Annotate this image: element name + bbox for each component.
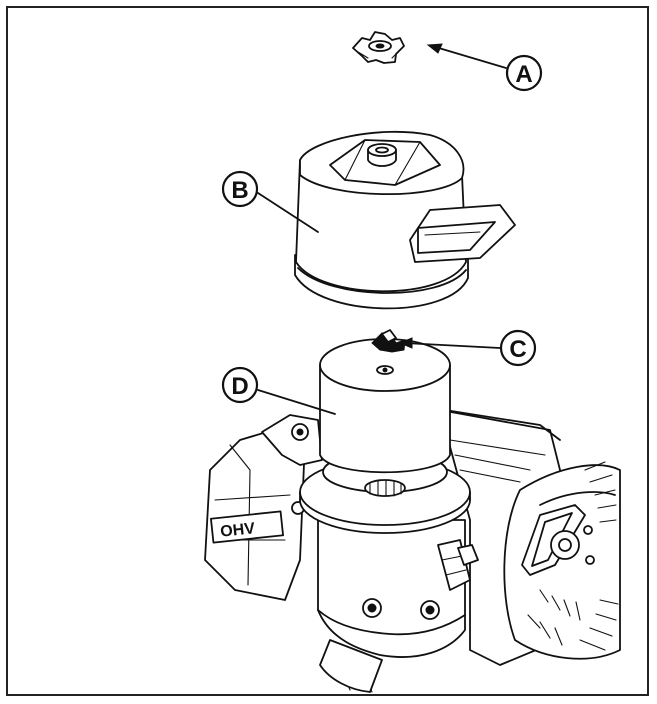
air-cleaner-cover (294, 130, 516, 310)
engine-badge: OHV (220, 520, 257, 541)
wing-nut (371, 329, 406, 353)
callout-d: D (221, 366, 259, 404)
knob (352, 31, 405, 64)
cooling-fins (527, 461, 619, 651)
callout-b: B (221, 170, 259, 208)
callout-a-label: A (515, 61, 532, 88)
callout-leaders (257, 43, 507, 415)
callout-b-label: B (231, 177, 248, 204)
engine-block: OHV (204, 409, 621, 693)
callout-a: A (505, 54, 543, 92)
callout-d-label: D (231, 373, 248, 400)
callout-c: C (499, 329, 537, 367)
filter-element (319, 338, 451, 474)
callout-c-label: C (509, 336, 526, 363)
